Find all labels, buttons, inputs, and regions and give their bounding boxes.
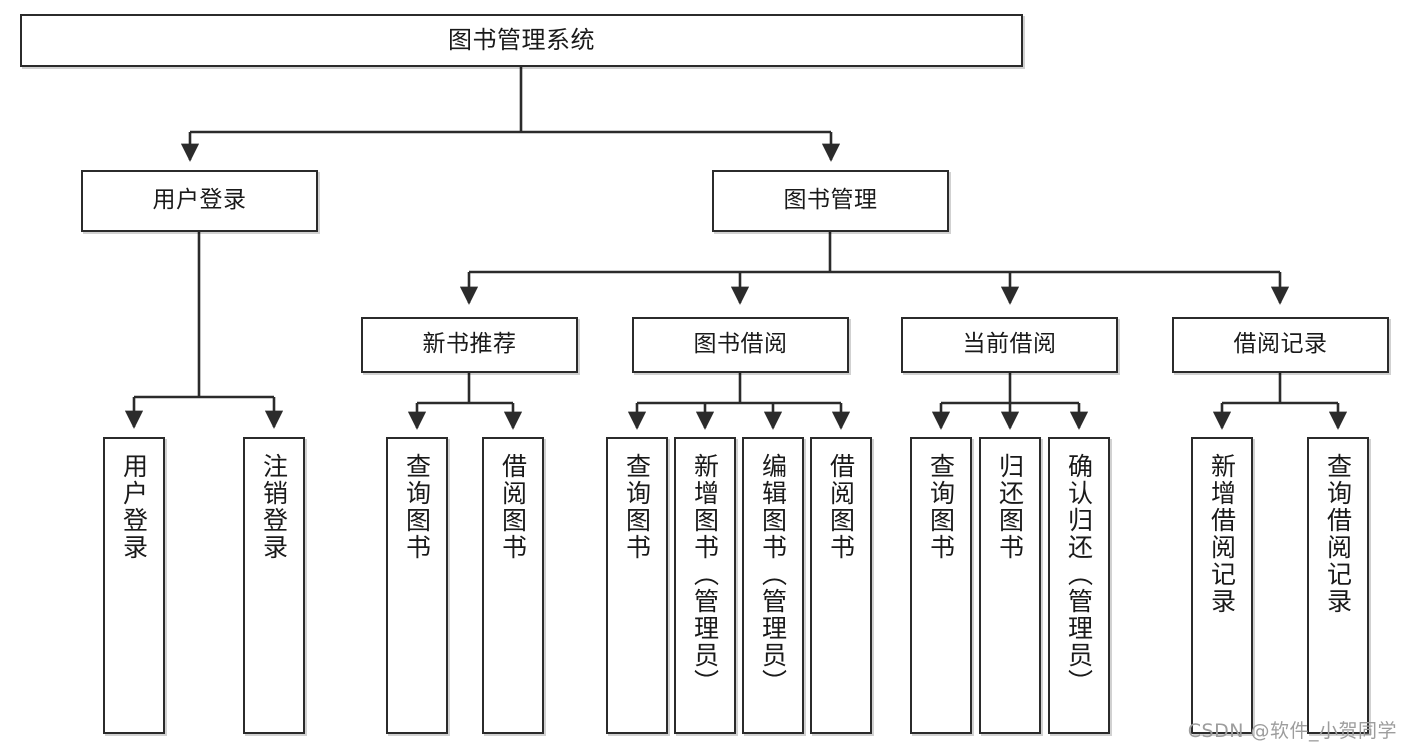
node-leaf-borrow-book-1[interactable]: 借阅图书 [482,437,544,734]
node-book-borrow[interactable]: 图书借阅 [632,317,849,373]
node-book-borrow-label: 图书借阅 [693,331,788,358]
node-user-login-label: 用户登录 [152,187,247,214]
node-leaf-query-book-3[interactable]: 查询图书 [910,437,972,734]
node-leaf-query-book-3-label: 查询图书 [926,453,956,561]
node-leaf-add-record[interactable]: 新增借阅记录 [1191,437,1253,734]
node-leaf-logout-login[interactable]: 注销登录 [243,437,305,734]
node-leaf-confirm-return[interactable]: 确认归还（管理员） [1048,437,1110,734]
node-leaf-edit-book-label: 编辑图书（管理员） [758,453,788,696]
node-current-borrow[interactable]: 当前借阅 [901,317,1118,373]
node-root-label: 图书管理系统 [448,26,595,55]
node-leaf-return-book-label: 归还图书 [995,453,1025,561]
node-leaf-borrow-book-2-label: 借阅图书 [826,453,856,561]
node-leaf-query-record-label: 查询借阅记录 [1323,453,1353,615]
node-leaf-return-book[interactable]: 归还图书 [979,437,1041,734]
node-book-management[interactable]: 图书管理 [712,170,949,232]
node-leaf-confirm-return-label: 确认归还（管理员） [1064,453,1094,696]
node-borrow-record[interactable]: 借阅记录 [1172,317,1389,373]
node-book-management-label: 图书管理 [783,187,878,214]
node-leaf-logout-login-label: 注销登录 [259,453,289,561]
node-leaf-query-book-1[interactable]: 查询图书 [386,437,448,734]
node-current-borrow-label: 当前借阅 [962,331,1057,358]
node-leaf-query-book-2[interactable]: 查询图书 [606,437,668,734]
node-leaf-borrow-book-2[interactable]: 借阅图书 [810,437,872,734]
node-leaf-query-book-1-label: 查询图书 [402,453,432,561]
node-leaf-add-record-label: 新增借阅记录 [1207,453,1237,615]
node-leaf-add-book-label: 新增图书（管理员） [690,453,720,696]
node-leaf-user-login-label: 用户登录 [119,453,149,561]
node-leaf-user-login[interactable]: 用户登录 [103,437,165,734]
node-user-login[interactable]: 用户登录 [81,170,318,232]
node-leaf-add-book[interactable]: 新增图书（管理员） [674,437,736,734]
node-leaf-query-book-2-label: 查询图书 [622,453,652,561]
node-new-book-recommend[interactable]: 新书推荐 [361,317,578,373]
node-new-book-recommend-label: 新书推荐 [422,331,517,358]
node-leaf-query-record[interactable]: 查询借阅记录 [1307,437,1369,734]
node-borrow-record-label: 借阅记录 [1233,331,1328,358]
csdn-watermark: CSDN @软件_小贺同学 [1187,720,1397,742]
node-leaf-edit-book[interactable]: 编辑图书（管理员） [742,437,804,734]
node-leaf-borrow-book-1-label: 借阅图书 [498,453,528,561]
node-root[interactable]: 图书管理系统 [20,14,1023,67]
